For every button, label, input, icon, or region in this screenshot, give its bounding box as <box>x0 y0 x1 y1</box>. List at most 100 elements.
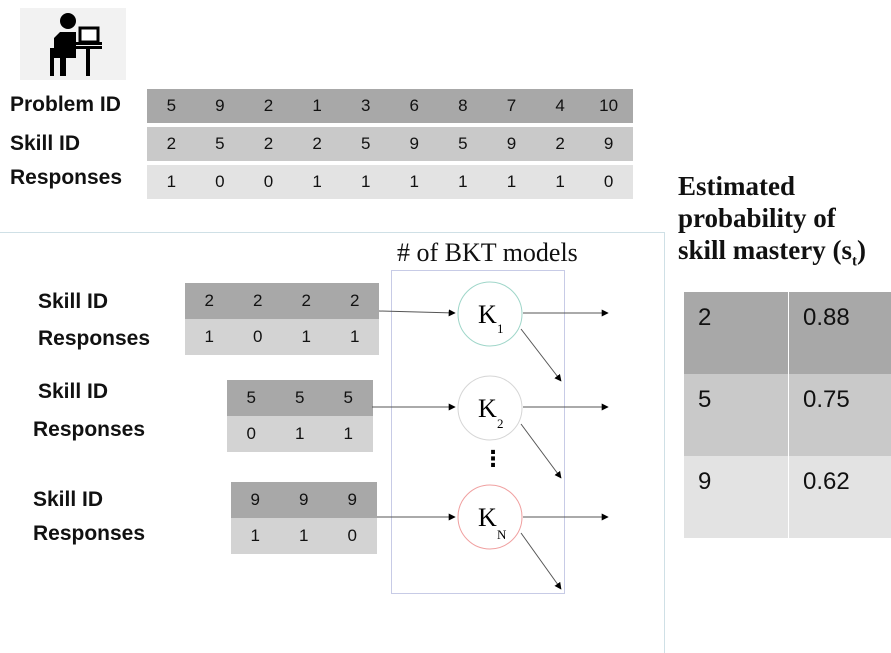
group1-responses-label: Responses <box>38 327 151 350</box>
estimate-title-text: skill mastery (s <box>678 235 852 265</box>
cell: 2 <box>166 134 177 153</box>
cell: 10 <box>599 96 619 115</box>
group1-responses-row: 1 0 1 1 <box>185 319 379 355</box>
cell: 7 <box>506 96 517 115</box>
cell: 1 <box>350 327 360 346</box>
group2-responses-row: 0 1 1 <box>227 416 373 452</box>
skill-id-label: Skill ID <box>10 132 81 155</box>
responses-row: 1 0 0 1 1 1 1 1 1 0 <box>147 165 633 199</box>
cell: 9 <box>299 490 309 509</box>
transition-arrow <box>520 532 562 590</box>
cell: 1 <box>360 172 371 191</box>
cell: 2 <box>263 96 274 115</box>
estimate-title: Estimated probability of skill mastery (… <box>678 170 866 277</box>
cell: 5 <box>215 134 225 153</box>
estimate-title-line: probability of <box>678 203 836 233</box>
cell: 1 <box>343 424 353 443</box>
input-arrow <box>378 309 456 317</box>
cell: 2 <box>204 291 214 310</box>
cell: 1 <box>204 327 214 346</box>
cell: 0 <box>246 424 256 443</box>
group3-skill-label: Skill ID <box>33 488 104 511</box>
model-k2-sub: 2 <box>497 416 504 431</box>
cell: 0 <box>263 172 274 191</box>
cell: 3 <box>360 96 371 115</box>
cell: 1 <box>458 172 468 191</box>
responses-label: Responses <box>10 166 123 189</box>
transition-arrow <box>520 328 562 382</box>
cell: 0 <box>603 172 614 191</box>
cell: 2 <box>555 134 565 153</box>
model-kn-circle <box>457 484 523 550</box>
cell: 1 <box>250 526 260 545</box>
cell: 5 <box>458 134 468 153</box>
cell: 5 <box>166 96 177 115</box>
vertical-ellipsis: ⋮ <box>482 446 504 471</box>
cell: 6 <box>409 96 419 115</box>
group1-skill-row: 2 2 2 2 <box>185 283 379 319</box>
model-k1-letter: K <box>478 300 497 329</box>
cell: 0 <box>253 327 263 346</box>
cell: 4 <box>555 96 565 115</box>
estimate-title-close: ) <box>856 235 866 265</box>
model-k2-circle <box>457 375 523 441</box>
group3-skill-row: 9 9 9 <box>231 482 377 518</box>
bkt-models-title: # of BKT models <box>397 238 578 267</box>
estimate-title-line: skill mastery (st) <box>678 234 866 277</box>
group3-responses-row: 1 1 0 <box>231 518 377 554</box>
skill-id-row: 2 5 2 2 5 9 5 9 2 9 <box>147 127 633 161</box>
cell: 8 <box>458 96 468 115</box>
transition-arrow <box>520 423 562 479</box>
cell: 2 <box>312 134 322 153</box>
cell: 2 <box>263 134 274 153</box>
bkt-models-box <box>391 270 565 594</box>
mastery-row: 9 0.62 <box>684 456 891 538</box>
cell: 9 <box>347 490 357 509</box>
mastery-row: 5 0.75 <box>684 374 891 456</box>
models-panel-frame <box>0 232 665 653</box>
mastery-table: 2 0.88 5 0.75 9 0.62 <box>684 292 891 538</box>
cell: 9 <box>215 96 225 115</box>
cell: 9 <box>506 134 517 153</box>
mastery-probability: 0.62 <box>788 456 891 538</box>
cell: 5 <box>295 388 305 407</box>
group2-skill-row: 5 5 5 <box>227 380 373 416</box>
cell: 0 <box>347 526 357 545</box>
model-k1-sub: 1 <box>497 321 504 336</box>
cell: 1 <box>506 172 517 191</box>
group3-responses-label: Responses <box>33 522 146 545</box>
cell: 1 <box>301 327 311 346</box>
estimate-title-line: Estimated <box>678 171 795 201</box>
cell: 1 <box>299 526 309 545</box>
model-kn-letter: K <box>478 503 497 532</box>
mastery-skill: 5 <box>698 386 712 413</box>
group1-skill-label: Skill ID <box>38 290 109 313</box>
mastery-skill: 2 <box>698 304 712 331</box>
cell: 1 <box>312 96 322 115</box>
model-k1-circle <box>457 281 523 347</box>
cell: 1 <box>295 424 305 443</box>
group2-skill-label: Skill ID <box>38 380 109 403</box>
cell: 1 <box>409 172 419 191</box>
cell: 0 <box>215 172 225 191</box>
mastery-row: 2 0.88 <box>684 292 891 374</box>
problem-id-row: 5 9 2 1 3 6 8 7 4 10 <box>147 89 633 123</box>
mastery-probability: 0.88 <box>788 292 891 374</box>
mastery-probability: 0.75 <box>788 374 891 456</box>
cell: 5 <box>343 388 353 407</box>
cell: 1 <box>555 172 565 191</box>
cell: 5 <box>246 388 256 407</box>
student-computer-icon <box>20 8 126 80</box>
model-k2-letter: K <box>478 394 497 423</box>
problem-id-label: Problem ID <box>10 93 121 116</box>
model-kn-sub: N <box>497 527 507 542</box>
cell: 1 <box>166 172 177 191</box>
cell: 9 <box>409 134 419 153</box>
cell: 2 <box>253 291 263 310</box>
estimate-title-subscript: t <box>851 253 857 270</box>
cell: 9 <box>603 134 614 153</box>
mastery-skill: 9 <box>698 468 712 495</box>
group2-responses-label: Responses <box>33 418 146 441</box>
cell: 9 <box>250 490 260 509</box>
